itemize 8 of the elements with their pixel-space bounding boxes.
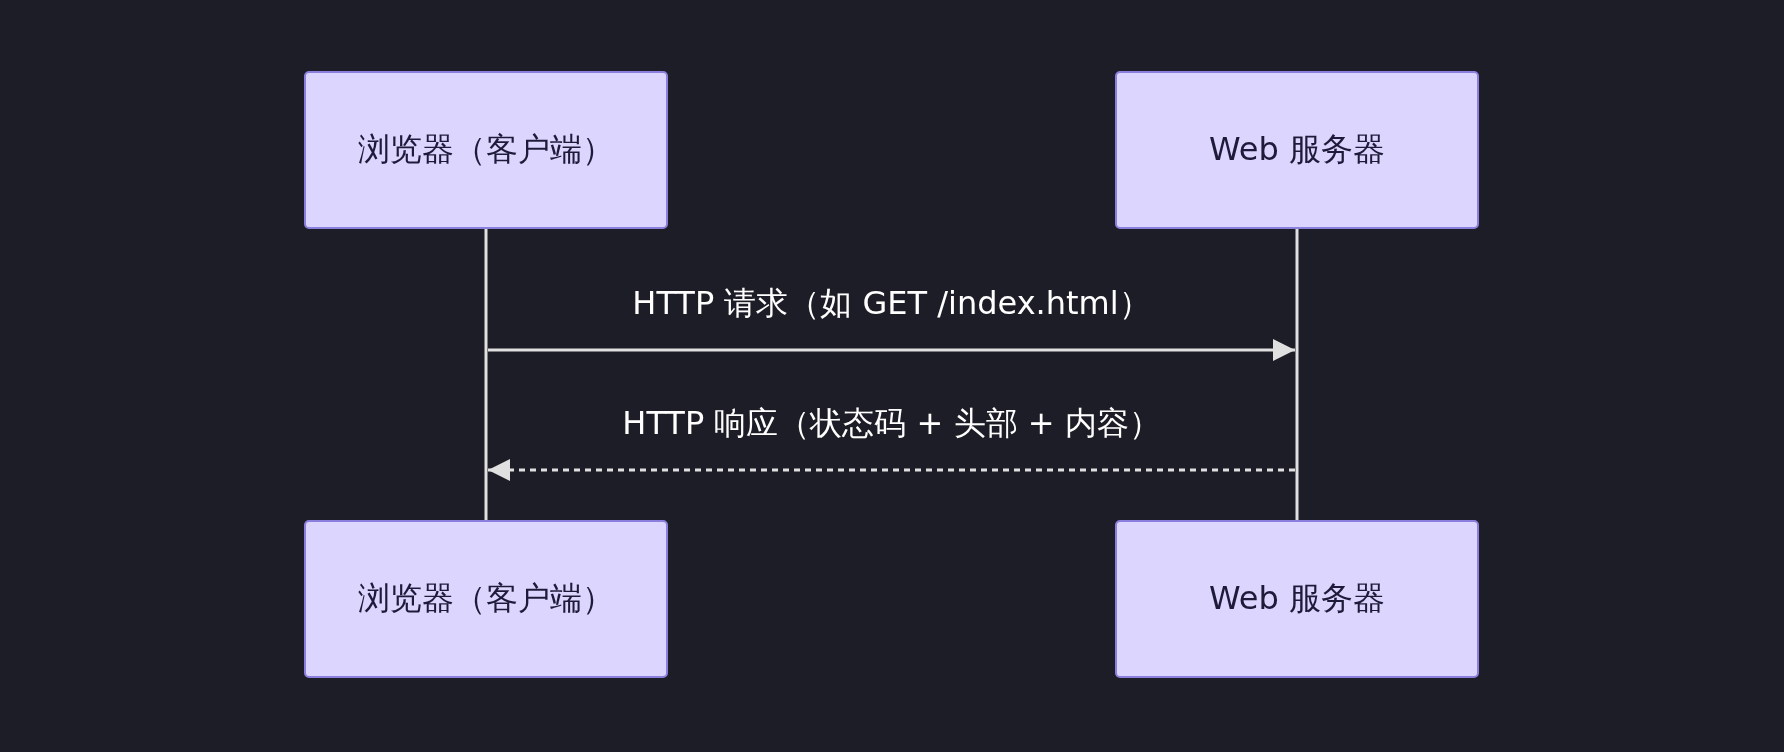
message-arrow bbox=[488, 339, 1295, 361]
participant-box: 浏览器（客户端） bbox=[304, 520, 668, 678]
participant-box: 浏览器（客户端） bbox=[304, 71, 668, 229]
participant-box: Web 服务器 bbox=[1115, 71, 1479, 229]
participant-box: Web 服务器 bbox=[1115, 520, 1479, 678]
message-arrow bbox=[488, 459, 1295, 481]
lifeline bbox=[484, 229, 488, 520]
lifeline bbox=[1295, 229, 1299, 520]
